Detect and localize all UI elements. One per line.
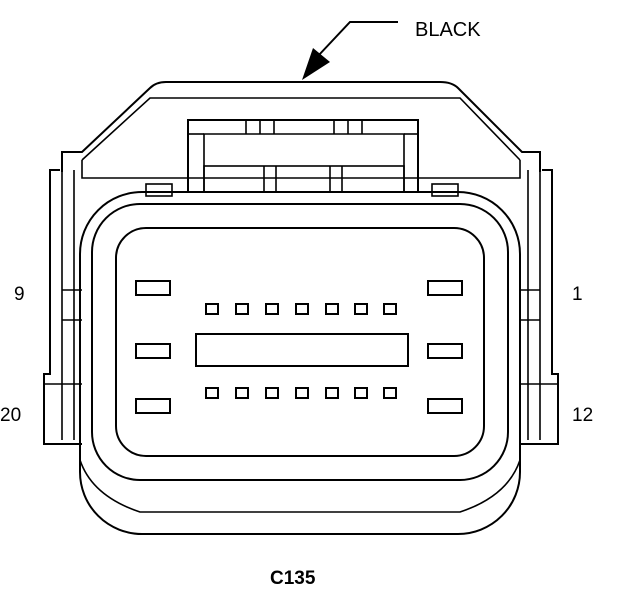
cavity-12	[427, 398, 463, 414]
cavity-right-middle	[427, 343, 463, 359]
pin-label-20: 20	[0, 405, 21, 426]
upper-small-cavity-row	[205, 303, 397, 315]
lower-small-cavity-row	[205, 387, 397, 399]
color-callout-leader	[302, 21, 398, 80]
connector-body	[79, 191, 521, 535]
pin-label-1: 1	[572, 284, 583, 305]
cavity-20	[135, 398, 171, 414]
terminal-cavities	[135, 280, 463, 414]
connector-id-label: C135	[270, 568, 316, 589]
cavity-left-middle	[135, 343, 171, 359]
cavity-1	[427, 280, 463, 296]
center-key-block	[195, 333, 409, 367]
color-callout-label: BLACK	[415, 19, 481, 41]
left-side-latch	[43, 169, 82, 445]
pin-label-9: 9	[14, 284, 25, 305]
connector-hood	[61, 81, 541, 197]
pin-label-12: 12	[572, 405, 593, 426]
cavity-9	[135, 280, 171, 296]
right-side-latch	[520, 169, 559, 445]
